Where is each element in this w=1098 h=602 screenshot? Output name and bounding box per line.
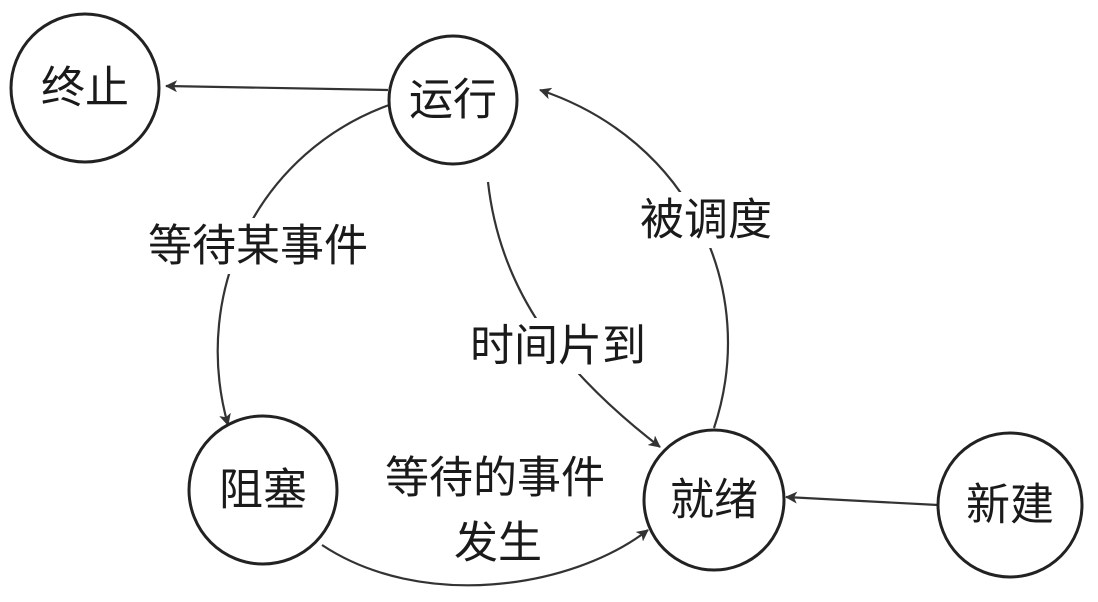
edge-new-to-ready <box>785 491 939 507</box>
node-blocked-label: 阻塞 <box>219 465 307 516</box>
node-new-label: 新建 <box>966 480 1054 531</box>
node-ready-label: 就绪 <box>670 475 758 526</box>
label-time-slice: 时间片到 <box>470 321 646 372</box>
node-terminated: 终止 <box>9 12 161 164</box>
node-terminated-label: 终止 <box>41 63 129 114</box>
node-ready: 就绪 <box>642 428 786 572</box>
label-scheduled: 被调度 <box>640 195 772 246</box>
label-wait-event: 等待某事件 <box>148 221 368 272</box>
label-event-occurs-line2: 发生 <box>454 518 542 569</box>
edge-blocked-to-ready <box>321 529 649 587</box>
label-event-occurs-line1: 等待的事件 <box>385 453 605 504</box>
node-new: 新建 <box>936 431 1084 579</box>
edge-running-to-terminated <box>165 80 389 93</box>
node-running: 运行 <box>387 34 519 166</box>
edge-ready-to-running <box>539 87 729 429</box>
node-running-label: 运行 <box>409 75 497 126</box>
node-blocked: 阻塞 <box>187 414 339 566</box>
